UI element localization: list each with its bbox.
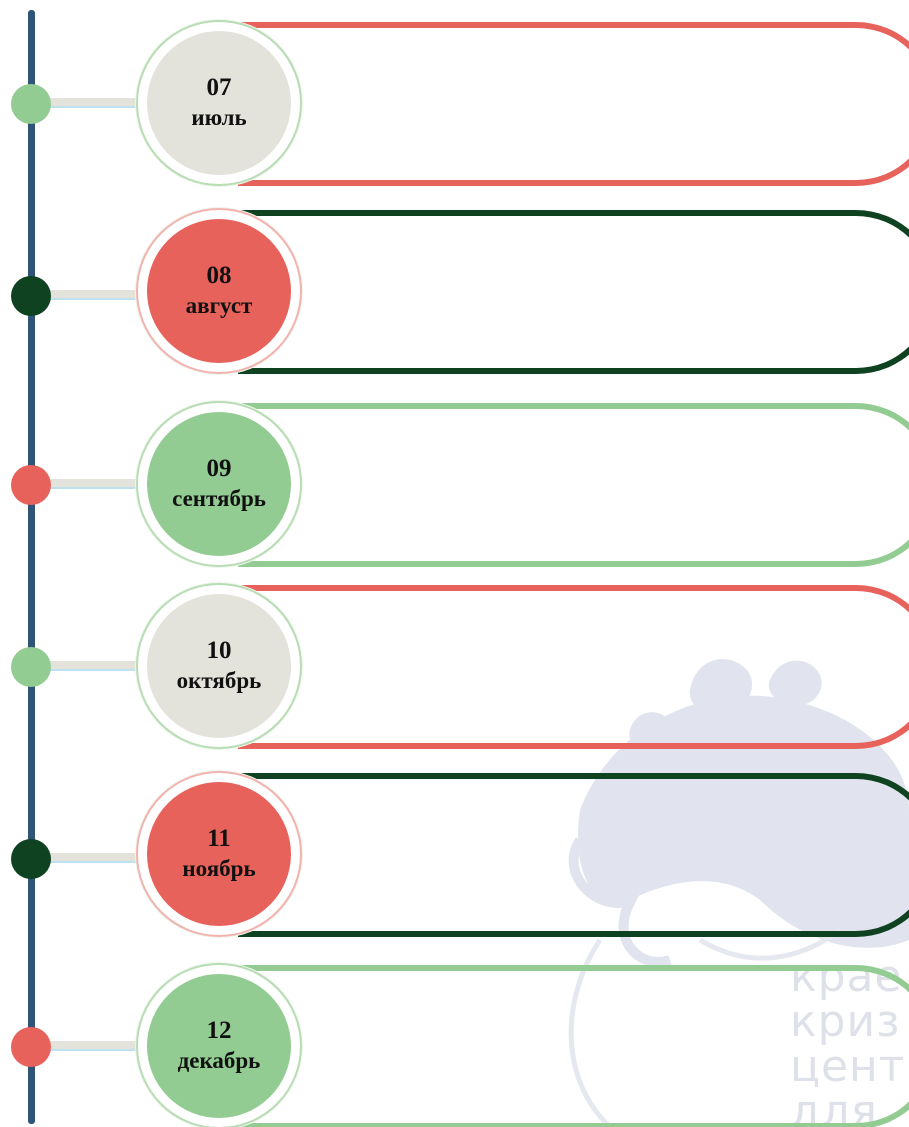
date-badge-fill: 07 июль: [147, 31, 291, 175]
date-badge: 12 декабрь: [136, 963, 302, 1127]
date-number: 11: [207, 825, 231, 852]
entry-pill: [238, 965, 909, 1127]
date-badge-fill: 11 ноябрь: [147, 782, 291, 926]
date-month: декабрь: [177, 1048, 261, 1073]
date-badge-fill: 08 август: [147, 219, 291, 363]
date-month: июль: [191, 105, 247, 130]
date-badge-fill: 09 сентябрь: [147, 412, 291, 556]
date-month: сентябрь: [172, 486, 266, 511]
timeline-dot: [11, 647, 51, 687]
timeline-entry-3: 09 сентябрь: [0, 401, 909, 573]
date-badge: 07 июль: [136, 20, 302, 186]
timeline-dot: [11, 465, 51, 505]
entry-pill: [238, 773, 909, 937]
date-number: 08: [206, 262, 232, 289]
entry-connector: [44, 479, 154, 489]
entry-pill: [238, 403, 909, 567]
timeline-entry-5: 11 ноябрь: [0, 771, 909, 943]
timeline-dot: [11, 84, 51, 124]
date-number: 07: [206, 74, 232, 101]
timeline-dot: [11, 839, 51, 879]
timeline-dot: [11, 276, 51, 316]
entry-pill: [238, 22, 909, 186]
entry-connector: [44, 290, 154, 300]
timeline-dot: [11, 1027, 51, 1067]
timeline-entry-4: 10 октябрь: [0, 583, 909, 755]
timeline-entry-2: 08 август: [0, 208, 909, 380]
entry-connector: [44, 853, 154, 863]
entry-connector: [44, 98, 154, 108]
date-badge: 09 сентябрь: [136, 401, 302, 567]
timeline-entry-6: 12 декабрь: [0, 963, 909, 1127]
entry-connector: [44, 661, 154, 671]
date-number: 10: [206, 637, 232, 664]
date-badge: 11 ноябрь: [136, 771, 302, 937]
date-badge-fill: 10 октябрь: [147, 594, 291, 738]
entry-connector: [44, 1041, 154, 1051]
date-month: октябрь: [176, 668, 262, 693]
date-badge: 08 август: [136, 208, 302, 374]
date-number: 09: [206, 455, 232, 482]
entry-pill: [238, 585, 909, 749]
date-month: ноябрь: [182, 856, 256, 881]
entry-pill: [238, 210, 909, 374]
date-badge-fill: 12 декабрь: [147, 974, 291, 1118]
timeline-line: [28, 10, 35, 1124]
timeline-entry-1: 07 июль: [0, 20, 909, 192]
date-month: август: [185, 293, 253, 318]
date-badge: 10 октябрь: [136, 583, 302, 749]
date-number: 12: [206, 1017, 232, 1044]
